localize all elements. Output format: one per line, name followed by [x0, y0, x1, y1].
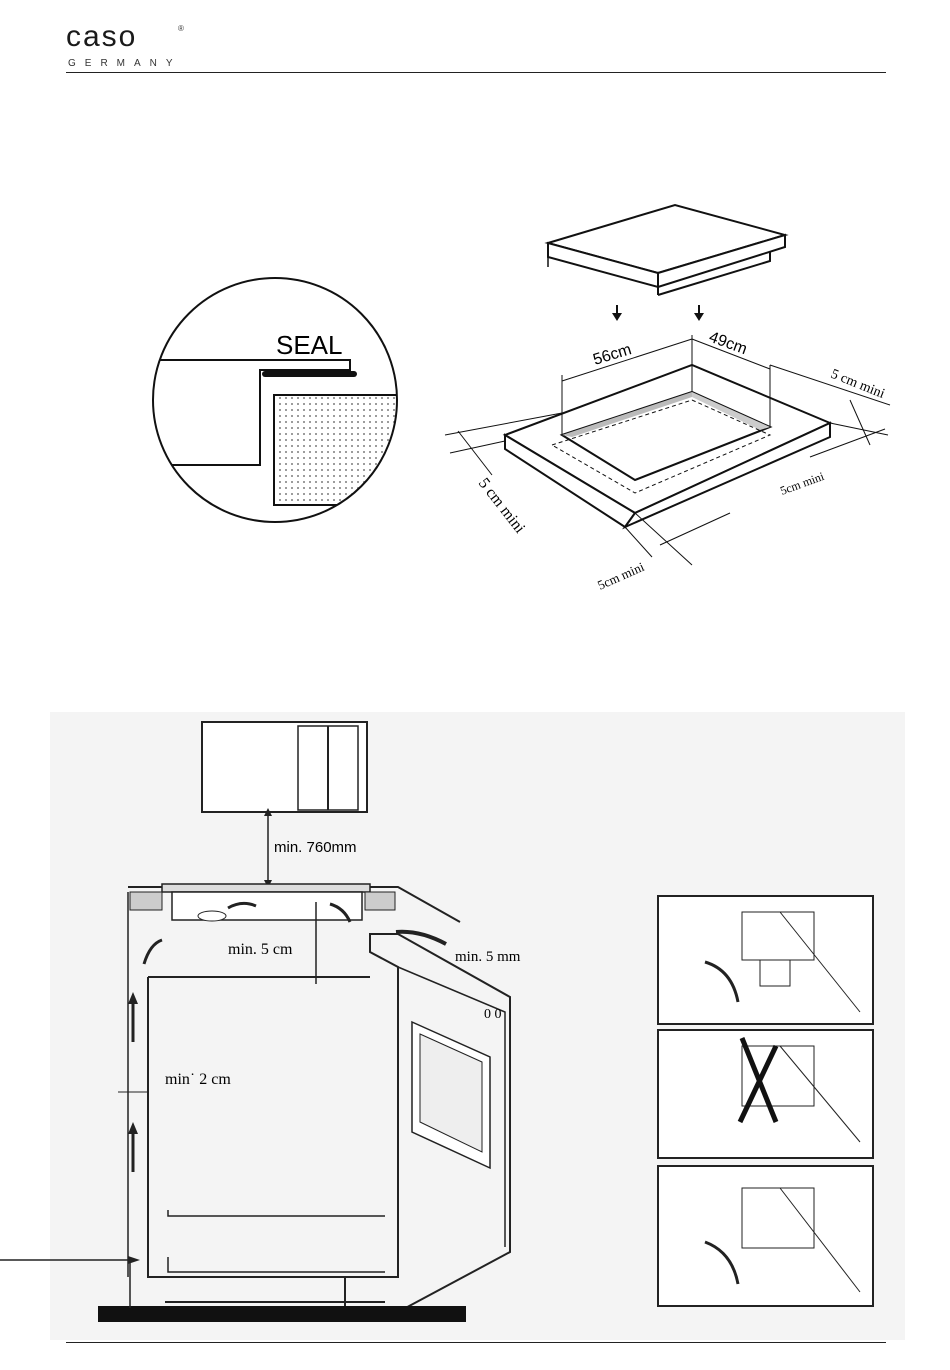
- installation-figure: min. 760mm min. 5 cm min. 5 mm 0 0 min˙ …: [0, 712, 905, 1340]
- down-arrow-left: [612, 313, 622, 321]
- depth-dim: 49cm: [707, 329, 750, 358]
- clearance-right: 5cm mini: [778, 469, 826, 498]
- hood-clearance: min. 760mm: [274, 839, 357, 856]
- detail-panel-correct-1: [658, 896, 873, 1024]
- brand-subtitle: GERMANY: [68, 58, 182, 69]
- header-rule: [66, 72, 886, 73]
- gap-clearance: min. 5 mm: [455, 949, 521, 965]
- down-arrow-right: [694, 313, 704, 321]
- side-clearance: min˙ 2 cm: [165, 1071, 231, 1088]
- footer-rule: [66, 1342, 886, 1343]
- brand-logo: caso: [66, 20, 137, 54]
- hob-body: [274, 395, 410, 505]
- oven-knobs: 0 0: [484, 1007, 502, 1022]
- detail-panel-incorrect: [658, 1030, 873, 1158]
- seal-detail-figure: SEAL: [140, 270, 410, 530]
- cutout-figure: 56cm 49cm 5 cm mini 5cm mini 5 cm mini 5…: [430, 195, 930, 615]
- clearance-back: 5 cm mini: [829, 367, 887, 402]
- hob-plate: [162, 884, 370, 892]
- clearance-left: 5 cm mini: [475, 475, 529, 537]
- hood-cabinet: [202, 722, 367, 812]
- under-hob-clearance: min. 5 cm: [228, 941, 293, 958]
- registered-mark: ®: [178, 24, 184, 33]
- clearance-front: 5cm mini: [595, 559, 647, 593]
- seal-label: SEAL: [276, 330, 343, 360]
- detail-panel-correct-2: [658, 1166, 873, 1306]
- floor: [98, 1306, 466, 1322]
